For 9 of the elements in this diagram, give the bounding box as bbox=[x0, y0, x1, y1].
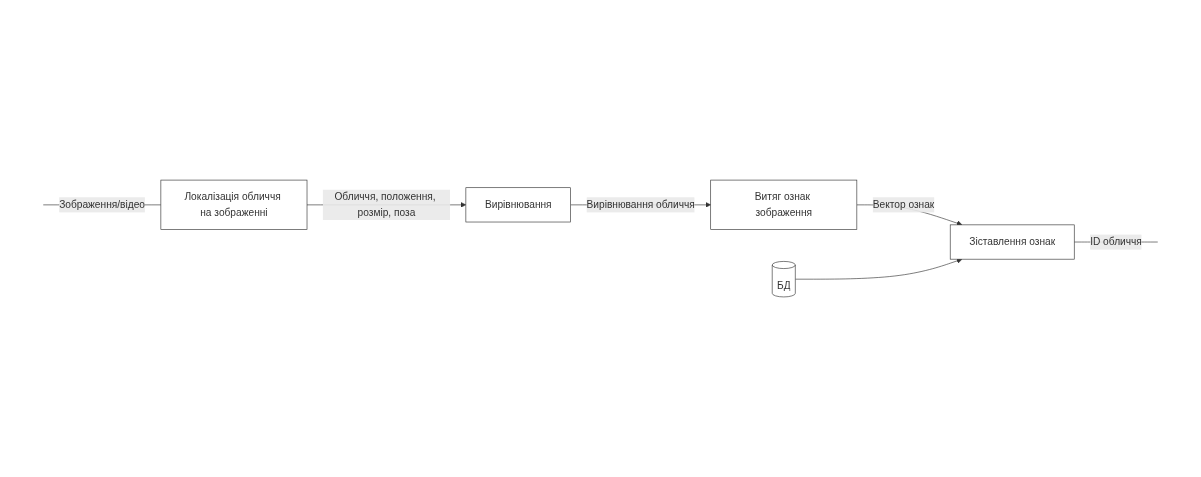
node-box: Вирівнювання bbox=[465, 187, 571, 223]
edge-label: Обличчя, положення, розмір, поза bbox=[334, 191, 436, 218]
edge-label: Зображення/відео bbox=[59, 199, 145, 210]
edge-label: ID обличчя bbox=[1090, 236, 1142, 248]
node-box: Локалізація обличчя на зображенні bbox=[160, 179, 308, 230]
node-box: Витяг ознак зображення bbox=[710, 179, 858, 230]
edge-label: Вирівнювання обличчя bbox=[586, 199, 695, 210]
edge-label: Вектор ознак bbox=[872, 199, 935, 210]
node-box: Зіставлення ознак bbox=[949, 224, 1075, 260]
